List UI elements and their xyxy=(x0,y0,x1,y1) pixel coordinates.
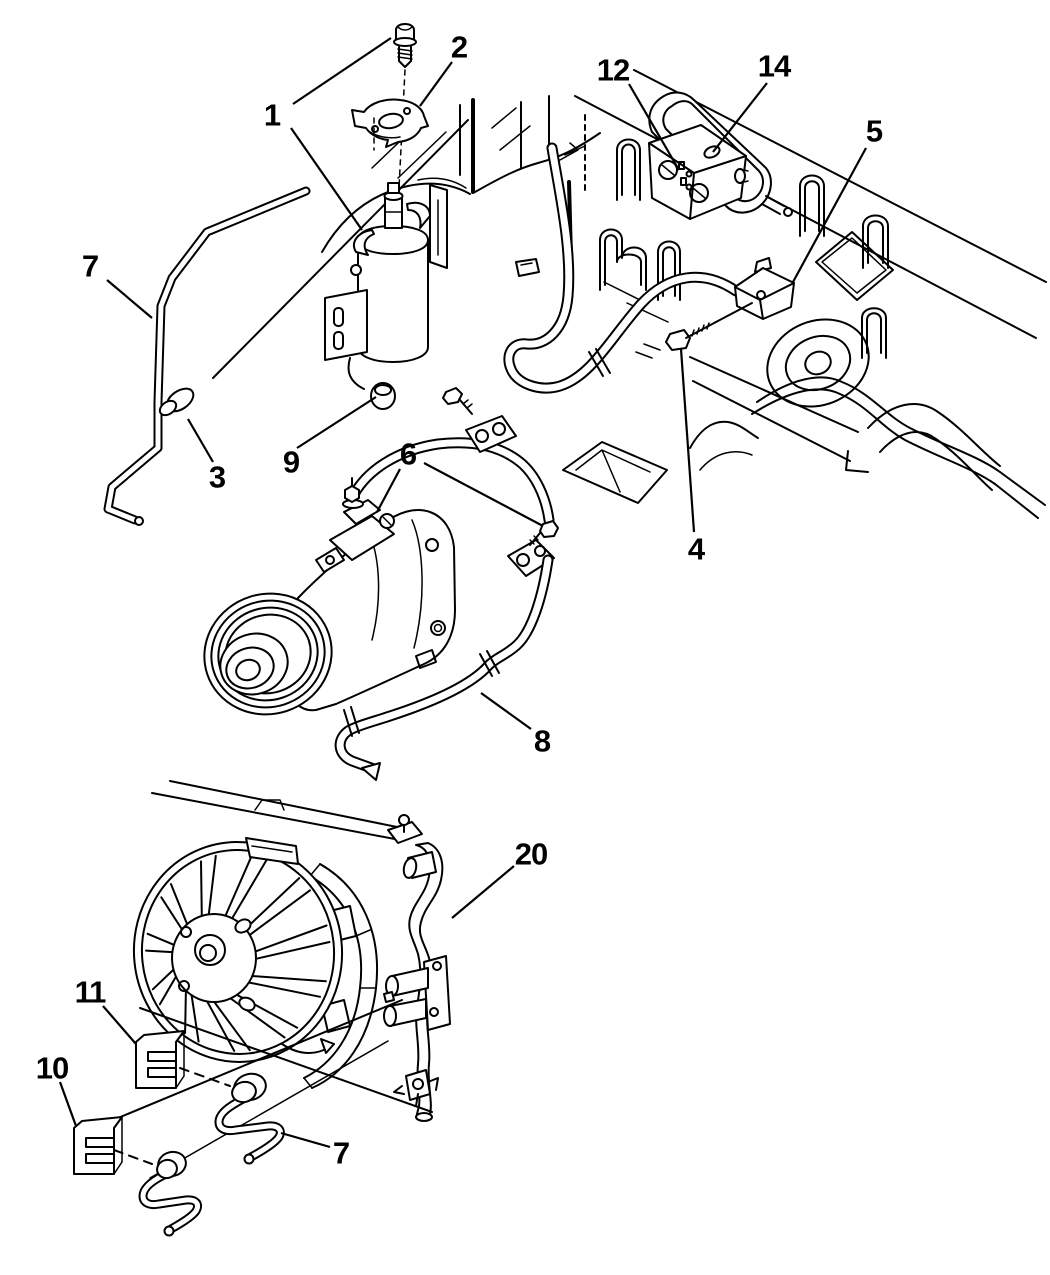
valve-block-5 xyxy=(734,257,795,320)
callout-1-leader xyxy=(290,127,363,231)
callout-leader-lines xyxy=(58,37,867,1149)
fan-blade-line xyxy=(158,975,177,1006)
discharge-hose-8 xyxy=(334,554,554,781)
liquid-line-7 xyxy=(103,186,311,526)
fan-blade-line xyxy=(207,854,217,916)
callout-9-leader xyxy=(296,396,377,449)
callout-8-leader xyxy=(480,692,532,730)
grommet-9 xyxy=(370,382,396,410)
junction-block-14 xyxy=(648,124,749,220)
callout-12-leader xyxy=(628,83,680,171)
condenser-tube-upper xyxy=(214,1072,285,1165)
fan-blade-line xyxy=(170,883,189,926)
fan-blade-line xyxy=(251,975,327,983)
fan-blade-line xyxy=(244,877,301,930)
callout-11-leader xyxy=(102,1005,137,1045)
fan-blade-line xyxy=(160,896,183,931)
cap-2 xyxy=(351,98,429,151)
callout-10-leader xyxy=(58,1081,78,1127)
fan-blade-line xyxy=(224,853,254,917)
fan-blade-line xyxy=(248,889,311,936)
fitting-3 xyxy=(158,387,195,417)
fan-20-wheel xyxy=(132,837,344,1063)
callout-6-leader xyxy=(376,468,401,513)
callout-4-leader xyxy=(679,348,696,533)
fan-blade-line xyxy=(200,860,203,917)
fan-blade-line xyxy=(206,1000,236,1052)
bolt-4 xyxy=(665,302,753,351)
callout-5-leader xyxy=(792,147,867,283)
callout-7-leader xyxy=(106,279,153,319)
fan-blade-line xyxy=(247,981,321,998)
fan-blade-line xyxy=(190,994,200,1043)
compressor xyxy=(203,477,456,716)
fan-blade-line xyxy=(231,857,269,920)
body-background-lines xyxy=(212,69,1047,519)
mounting-bracket-lower xyxy=(507,520,559,577)
suction-hose xyxy=(503,142,742,394)
fan-blade-line xyxy=(254,924,328,953)
compressor-hose-over xyxy=(346,437,555,526)
callout-6-leader xyxy=(423,462,544,527)
condenser-20 xyxy=(151,780,451,1122)
fan-blade-line xyxy=(255,941,331,960)
fan-blade-line xyxy=(146,932,175,946)
fan-blade-line xyxy=(151,968,175,991)
fan-blade-line xyxy=(145,949,174,954)
fan-blade-line xyxy=(184,989,187,1034)
callout-2-leader xyxy=(419,61,453,107)
clip-11 xyxy=(135,1030,185,1089)
clip-10-alignment-dashes xyxy=(113,1149,153,1165)
under-car-lines xyxy=(117,999,433,1179)
callout-3-leader xyxy=(187,418,214,463)
callout-14-leader xyxy=(712,82,768,153)
mounting-bracket-upper xyxy=(442,387,517,453)
callout-20-leader xyxy=(451,865,515,919)
clip-11-alignment-dashes xyxy=(179,1067,231,1087)
callout-7-leader xyxy=(280,1131,331,1149)
condenser-tube-lower xyxy=(138,1150,202,1237)
callout-1-leader xyxy=(292,37,392,105)
clip-10 xyxy=(73,1116,123,1175)
accumulator xyxy=(324,182,448,410)
fan-blade-line xyxy=(213,1001,251,1052)
screw-1 xyxy=(393,23,417,189)
